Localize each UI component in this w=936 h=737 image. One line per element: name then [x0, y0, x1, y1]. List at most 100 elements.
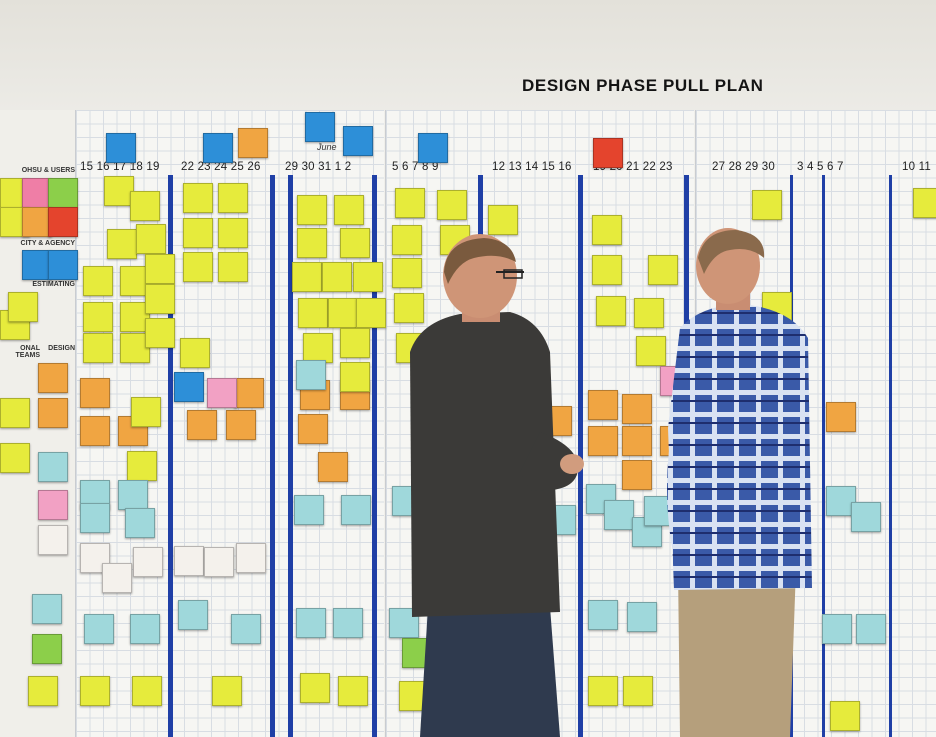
- date-row-9: 10 11: [902, 161, 931, 173]
- sticky-note: [106, 133, 136, 163]
- sticky-note: [418, 133, 448, 163]
- sticky-note: [830, 701, 860, 731]
- sticky-note: [437, 190, 467, 220]
- sticky-note: [231, 614, 261, 644]
- sticky-note: [395, 188, 425, 218]
- sticky-note: [187, 410, 217, 440]
- sticky-note: [80, 416, 110, 446]
- date-row-8: 3 4 5 6 7: [797, 161, 844, 173]
- sticky-note: [48, 207, 78, 237]
- person-dark-shirt: [400, 232, 590, 737]
- sticky-note: [356, 298, 386, 328]
- sticky-note: [328, 298, 358, 328]
- category-label: OHSU & USERS: [21, 167, 75, 174]
- sticky-note: [22, 178, 52, 208]
- sticky-note: [604, 500, 634, 530]
- sticky-note: [238, 128, 268, 158]
- sticky-note: [174, 372, 204, 402]
- sticky-note: [296, 608, 326, 638]
- date-row-2: 22 23 24 25 26: [181, 161, 261, 173]
- sticky-note: [622, 394, 652, 424]
- sticky-note: [130, 191, 160, 221]
- sticky-note: [588, 676, 618, 706]
- sticky-note: [80, 503, 110, 533]
- sticky-note: [303, 333, 333, 363]
- sticky-note: [8, 292, 38, 322]
- sticky-note: [127, 451, 157, 481]
- sticky-note: [822, 614, 852, 644]
- sticky-note: [394, 293, 424, 323]
- tape-line: [889, 175, 892, 737]
- tape-line: [372, 175, 377, 737]
- sticky-note: [856, 614, 886, 644]
- sticky-note: [636, 336, 666, 366]
- sticky-note: [131, 397, 161, 427]
- sticky-note: [294, 495, 324, 525]
- sticky-note: [334, 195, 364, 225]
- sticky-note: [203, 133, 233, 163]
- sticky-note: [80, 676, 110, 706]
- category-label: ONAL TEAMS: [15, 345, 41, 359]
- sticky-note: [136, 224, 166, 254]
- sticky-note: [174, 546, 204, 576]
- tape-line: [288, 175, 293, 737]
- sticky-note: [488, 205, 518, 235]
- sticky-note: [300, 673, 330, 703]
- sticky-note: [178, 600, 208, 630]
- sticky-note: [183, 218, 213, 248]
- sticky-note: [104, 176, 134, 206]
- sticky-note: [353, 262, 383, 292]
- sticky-note: [389, 608, 419, 638]
- sticky-note: [80, 378, 110, 408]
- sticky-note: [292, 262, 322, 292]
- sticky-note: [627, 602, 657, 632]
- sticky-note: [341, 495, 371, 525]
- sticky-note: [32, 634, 62, 664]
- sticky-note: [236, 543, 266, 573]
- sticky-note: [623, 676, 653, 706]
- sticky-note: [340, 328, 370, 358]
- date-row-5: 12 13 14 15 16: [492, 161, 572, 173]
- sticky-note: [588, 426, 618, 456]
- sticky-note: [32, 594, 62, 624]
- sticky-note: [132, 676, 162, 706]
- person-plaid-shirt: [660, 228, 820, 737]
- sticky-note: [333, 608, 363, 638]
- sticky-note: [226, 410, 256, 440]
- sticky-note: [338, 676, 368, 706]
- sticky-note: [622, 426, 652, 456]
- sticky-note: [234, 378, 264, 408]
- sticky-note: [130, 614, 160, 644]
- category-label: ESTIMATING: [32, 281, 75, 288]
- sticky-note: [392, 225, 422, 255]
- sticky-note: [851, 502, 881, 532]
- sticky-note: [392, 258, 422, 288]
- sticky-note: [207, 378, 237, 408]
- sticky-note: [588, 600, 618, 630]
- sticky-note: [120, 333, 150, 363]
- sticky-note: [297, 195, 327, 225]
- sticky-note: [298, 298, 328, 328]
- sticky-note: [38, 398, 68, 428]
- sticky-note: [83, 302, 113, 332]
- sticky-note: [305, 112, 335, 142]
- sticky-note: [593, 138, 623, 168]
- sticky-note: [296, 360, 326, 390]
- date-row-1: 15 16 17 18 19: [80, 161, 160, 173]
- sticky-note: [22, 250, 52, 280]
- sticky-note: [588, 390, 618, 420]
- sticky-note: [118, 480, 148, 510]
- sticky-note: [634, 298, 664, 328]
- sticky-note: [204, 547, 234, 577]
- sticky-note: [592, 255, 622, 285]
- sticky-note: [83, 333, 113, 363]
- sticky-note: [913, 188, 936, 218]
- sticky-note: [48, 250, 78, 280]
- sticky-note: [212, 676, 242, 706]
- sticky-note: [322, 262, 352, 292]
- sticky-note: [38, 363, 68, 393]
- sticky-note: [183, 252, 213, 282]
- month-label: June: [317, 142, 337, 152]
- sticky-note: [0, 443, 30, 473]
